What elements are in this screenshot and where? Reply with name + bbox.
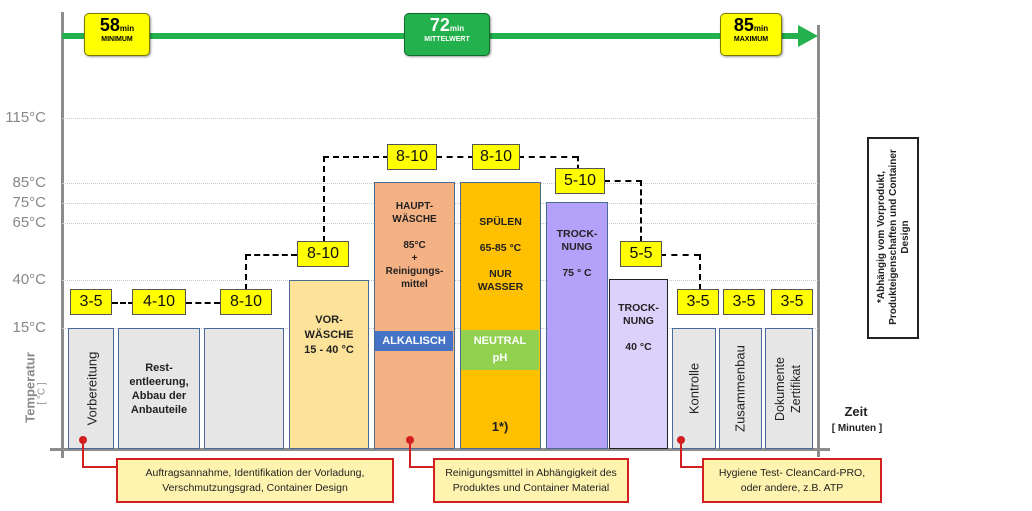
connector bbox=[577, 156, 579, 170]
step-label-vorbereitung: Vorbereitung bbox=[84, 351, 100, 426]
step-bar-trocknung-40: TROCK- NUNG 40 °C bbox=[609, 279, 668, 449]
callout-line bbox=[680, 440, 682, 468]
connector bbox=[323, 156, 325, 242]
step-label-trocknung-40: TROCK- NUNG 40 °C bbox=[618, 302, 659, 353]
connector bbox=[640, 180, 642, 242]
badge-minimum-unit: min bbox=[119, 24, 135, 33]
connector bbox=[660, 254, 700, 256]
callout-line bbox=[409, 466, 435, 468]
x-axis-unit: [ Minuten ] bbox=[831, 423, 883, 434]
duration-hauptwaesche: 8-10 bbox=[387, 144, 437, 170]
note-reinigungsmittel: Reinigungsmittel in Abhängigkeit des Pro… bbox=[433, 458, 629, 503]
duration-dokumente: 3-5 bbox=[771, 289, 813, 315]
step-label-dokumente: Dokumente Zertifikat bbox=[773, 357, 803, 421]
step-bar-restentleerung: Rest- entleerung, Abbau der Anbauteile bbox=[118, 328, 200, 449]
tag-neutral: NEUTRAL pH bbox=[461, 330, 539, 370]
timeline-arrowhead bbox=[798, 25, 818, 47]
step-bar-spuelen: SPÜLEN 65-85 °C NUR WASSER NEUTRAL pH 1*… bbox=[460, 182, 541, 449]
connector bbox=[518, 156, 578, 158]
y-tick-115: 115°C bbox=[5, 109, 46, 126]
badge-mittelwert-unit: min bbox=[449, 24, 465, 33]
connector bbox=[604, 180, 642, 182]
callout-line bbox=[82, 466, 118, 468]
badge-minimum-caption: MINIMUM bbox=[101, 36, 133, 43]
callout-line bbox=[82, 440, 84, 468]
tag-alkalisch: ALKALISCH bbox=[375, 331, 453, 351]
y-axis-unit: [ °C ] bbox=[36, 382, 48, 405]
right-border-line bbox=[817, 25, 820, 457]
step-label-zusammenbau: Zusammenbau bbox=[732, 345, 748, 432]
connector bbox=[323, 156, 389, 158]
duration-trocknung-75: 5-10 bbox=[555, 168, 605, 194]
connector bbox=[436, 156, 474, 158]
duration-step3: 8-10 bbox=[220, 289, 272, 315]
y-tick-15: 15°C bbox=[12, 319, 46, 336]
step-bar-vorwaesche: VOR- WÄSCHE 15 - 40 °C bbox=[289, 280, 369, 449]
duration-restentleerung: 4-10 bbox=[132, 289, 186, 315]
y-tick-75: 75°C bbox=[12, 194, 46, 211]
step-label-restentleerung: Rest- entleerung, Abbau der Anbauteile bbox=[129, 362, 189, 416]
badge-maximum-value: 85 bbox=[733, 15, 754, 35]
gridline-115 bbox=[62, 118, 818, 119]
step-label-spuelen: SPÜLEN 65-85 °C NUR WASSER bbox=[477, 216, 524, 293]
duration-vorwaesche: 8-10 bbox=[297, 241, 349, 267]
duration-spuelen: 8-10 bbox=[472, 144, 520, 170]
step-bar-trocknung-75: TROCK- NUNG 75 ° C bbox=[546, 202, 608, 449]
side-note-text: *Abhängig vom Vorprodukt, Produkteigensc… bbox=[876, 149, 911, 325]
badge-maximum-caption: MAXIMUM bbox=[733, 36, 769, 43]
connector bbox=[104, 302, 134, 304]
x-axis-title: Zeit bbox=[844, 404, 868, 419]
duration-vorbereitung: 3-5 bbox=[70, 289, 112, 315]
side-note-box: *Abhängig vom Vorprodukt, Produkteigensc… bbox=[867, 137, 919, 339]
connector bbox=[245, 254, 297, 256]
y-tick-65: 65°C bbox=[12, 214, 46, 231]
y-tick-40: 40°C bbox=[12, 271, 46, 288]
note-hygiene-test: Hygiene Test- CleanCard-PRO, oder andere… bbox=[702, 458, 882, 503]
step-label-trocknung-75: TROCK- NUNG 75 ° C bbox=[556, 228, 598, 279]
footnote-marker: 1*) bbox=[491, 419, 509, 434]
callout-line bbox=[680, 466, 704, 468]
connector bbox=[245, 254, 247, 290]
step-label-kontrolle: Kontrolle bbox=[686, 362, 702, 415]
badge-minimum-value: 58 bbox=[99, 15, 120, 35]
step-label-hauptwaesche: HAUPT- WÄSCHE 85°C + Reinigungs- mittel bbox=[385, 201, 444, 290]
note-auftragsannahme: Auftragsannahme, Identifikation der Vorl… bbox=[116, 458, 394, 503]
y-axis-line bbox=[61, 12, 64, 458]
step-bar-zusammenbau: Zusammenbau bbox=[719, 328, 762, 449]
callout-line bbox=[409, 440, 411, 468]
connector bbox=[186, 302, 220, 304]
y-tick-85: 85°C bbox=[12, 174, 46, 191]
step-bar-hauptwaesche: HAUPT- WÄSCHE 85°C + Reinigungs- mittel … bbox=[374, 182, 455, 449]
step-bar-kontrolle: Kontrolle bbox=[672, 328, 716, 449]
badge-mittelwert-value: 72 bbox=[429, 15, 450, 35]
y-axis-title: Temperatur bbox=[22, 352, 38, 423]
step-label-vorwaesche: VOR- WÄSCHE 15 - 40 °C bbox=[304, 314, 354, 356]
duration-trocknung-40: 5-5 bbox=[620, 241, 662, 267]
badge-minimum: 58min MINIMUM bbox=[84, 13, 150, 56]
x-axis-line bbox=[50, 448, 830, 451]
duration-kontrolle: 3-5 bbox=[677, 289, 719, 315]
connector bbox=[699, 254, 701, 290]
badge-maximum: 85min MAXIMUM bbox=[720, 13, 782, 56]
badge-mittelwert: 72min MITTELWERT bbox=[404, 13, 490, 56]
duration-zusammenbau: 3-5 bbox=[723, 289, 765, 315]
badge-mittelwert-caption: MITTELWERT bbox=[424, 36, 470, 43]
step-bar-3 bbox=[204, 328, 284, 449]
step-bar-dokumente: Dokumente Zertifikat bbox=[765, 328, 813, 449]
step-bar-vorbereitung: Vorbereitung bbox=[68, 328, 114, 449]
badge-maximum-unit: min bbox=[753, 24, 769, 33]
